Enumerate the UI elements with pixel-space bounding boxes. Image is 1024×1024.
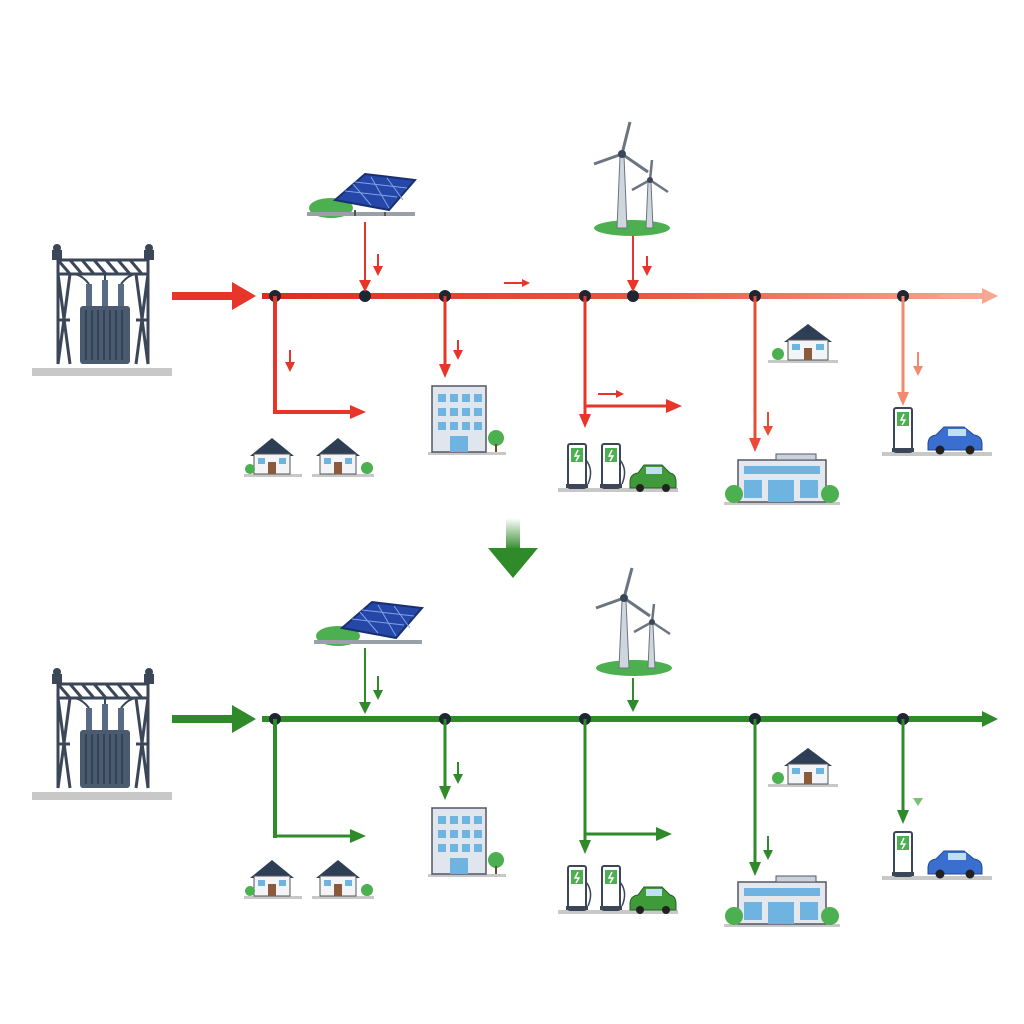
supply-arrow [172,705,256,733]
wind-injection-arrow [627,236,652,292]
feeder-branch [579,296,682,428]
feeder-branch [897,719,923,824]
house-icon [768,748,838,787]
supply-arrow [172,282,256,310]
bus-end-arrow [982,288,998,304]
bus-end-arrow [982,711,998,727]
bus-nodes [269,713,909,725]
office-building-icon [428,385,506,455]
office-building-icon [428,807,506,877]
feeder-branch [897,296,923,406]
wind-turbine-icon [593,121,670,236]
wind-injection-arrow [627,678,639,712]
car-icon [927,850,983,879]
bus-flow-arrow [504,279,530,287]
panel-before [32,121,998,505]
house-icon [244,438,302,477]
commercial-building-icon [724,875,840,927]
feeder-branch [273,296,366,419]
substation-icon [32,668,172,800]
transition-arrow [488,518,538,578]
substation-icon [32,244,172,376]
main-bus-line [262,293,984,299]
commercial-building-icon [724,453,840,505]
ev-charger-icon [558,443,678,492]
solar-panel-icon [307,172,417,218]
solar-panel-icon [314,600,424,646]
feeder-branch [273,719,366,843]
wind-turbine-icon [595,567,672,676]
solar-injection-arrow [359,648,383,714]
house-icon [312,860,374,899]
house-icon [244,860,302,899]
solar-injection-arrow [359,222,383,292]
feeder-branch [579,719,672,854]
car-icon [629,886,677,914]
car-icon [927,426,983,455]
panel-after [32,567,998,927]
car-icon [629,464,677,492]
feeder-branch [439,719,463,800]
main-bus-line [262,716,984,722]
ev-charger-icon [882,831,992,880]
feeder-branch [749,296,773,452]
feeder-branch [439,296,463,378]
ev-charger-icon [558,865,678,914]
house-icon [768,324,838,363]
feeder-branch [749,719,773,876]
ev-charger-icon [882,407,992,456]
house-icon [312,438,374,477]
